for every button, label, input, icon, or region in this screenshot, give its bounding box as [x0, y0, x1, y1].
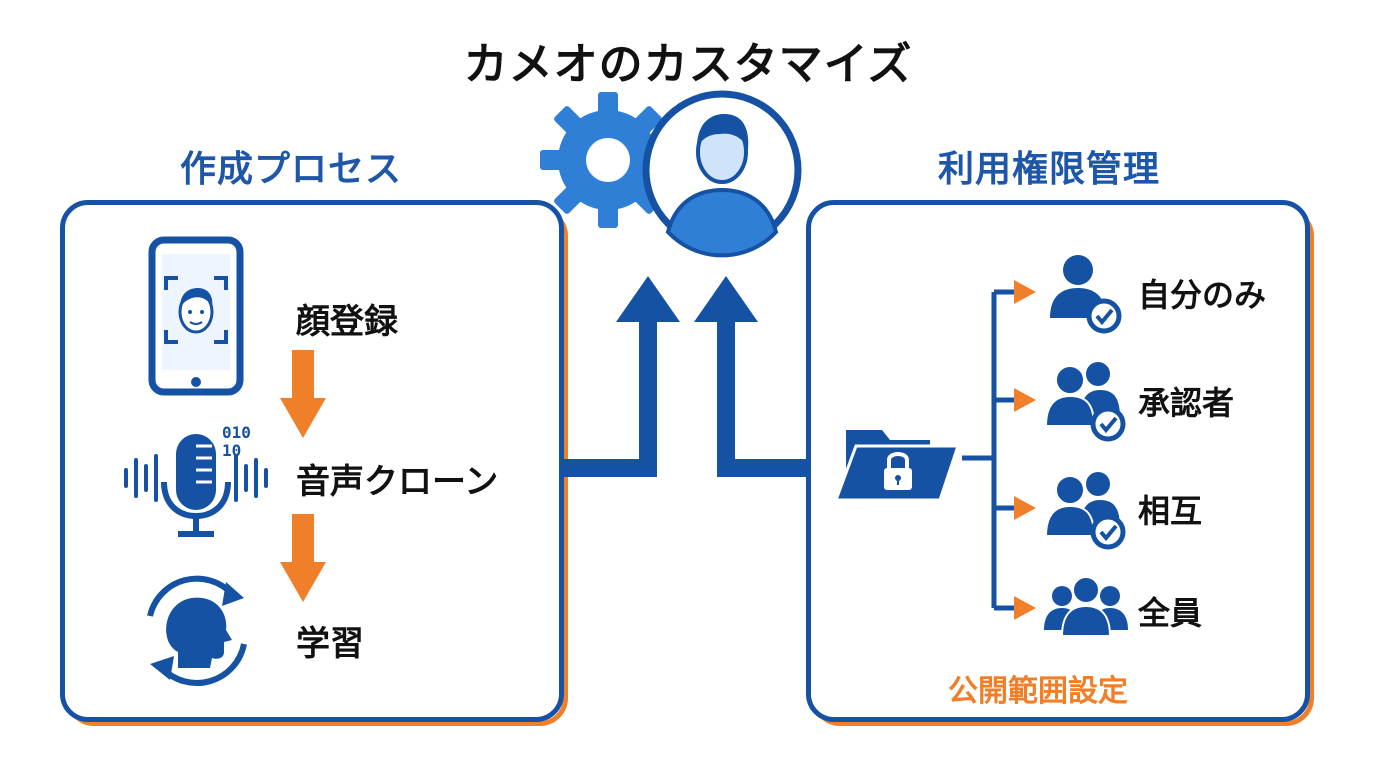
binary-text-line-2: 10 [222, 441, 241, 460]
permission-tree-lines [962, 289, 1018, 611]
head-sync-icon [147, 575, 247, 686]
users-check-icon [1044, 362, 1126, 442]
user-check-icon [1050, 255, 1122, 334]
visibility-scope-label: 公開範囲設定 [948, 674, 1128, 709]
permission-management-heading: 利用権限管理 [938, 149, 1161, 190]
user-avatar-icon [642, 90, 802, 258]
locked-folder-icon [833, 420, 961, 502]
permission-tree-arrowheads [1014, 280, 1036, 620]
binary-text-line-1: 010 [222, 423, 251, 442]
connector-arrowhead-left [616, 276, 680, 322]
permission-everyone: 全員 [1138, 594, 1203, 632]
creation-process-panel [60, 200, 564, 722]
connector-arrowhead-right [694, 276, 758, 322]
microphone-soundwave-icon [124, 434, 268, 537]
step-voice-clone: 音声クローン [296, 462, 499, 502]
diagram-title: カメオのカスタマイズ [463, 39, 913, 90]
smartphone-face-scan-icon [148, 236, 244, 396]
connector-arrow-left [562, 318, 657, 477]
step-face-registration: 顔登録 [296, 302, 398, 342]
connector-arrow-right [717, 318, 808, 477]
process-arrow-2 [280, 514, 326, 602]
process-arrow-1 [280, 350, 326, 438]
step-training: 学習 [296, 624, 364, 664]
permission-mutual: 相互 [1138, 492, 1203, 530]
users-check-icon [1044, 472, 1126, 550]
group-icon [1044, 576, 1128, 637]
creation-process-heading: 作成プロセス [180, 149, 403, 190]
permission-self-only: 自分のみ [1138, 276, 1267, 314]
permission-approvers: 承認者 [1138, 384, 1235, 422]
